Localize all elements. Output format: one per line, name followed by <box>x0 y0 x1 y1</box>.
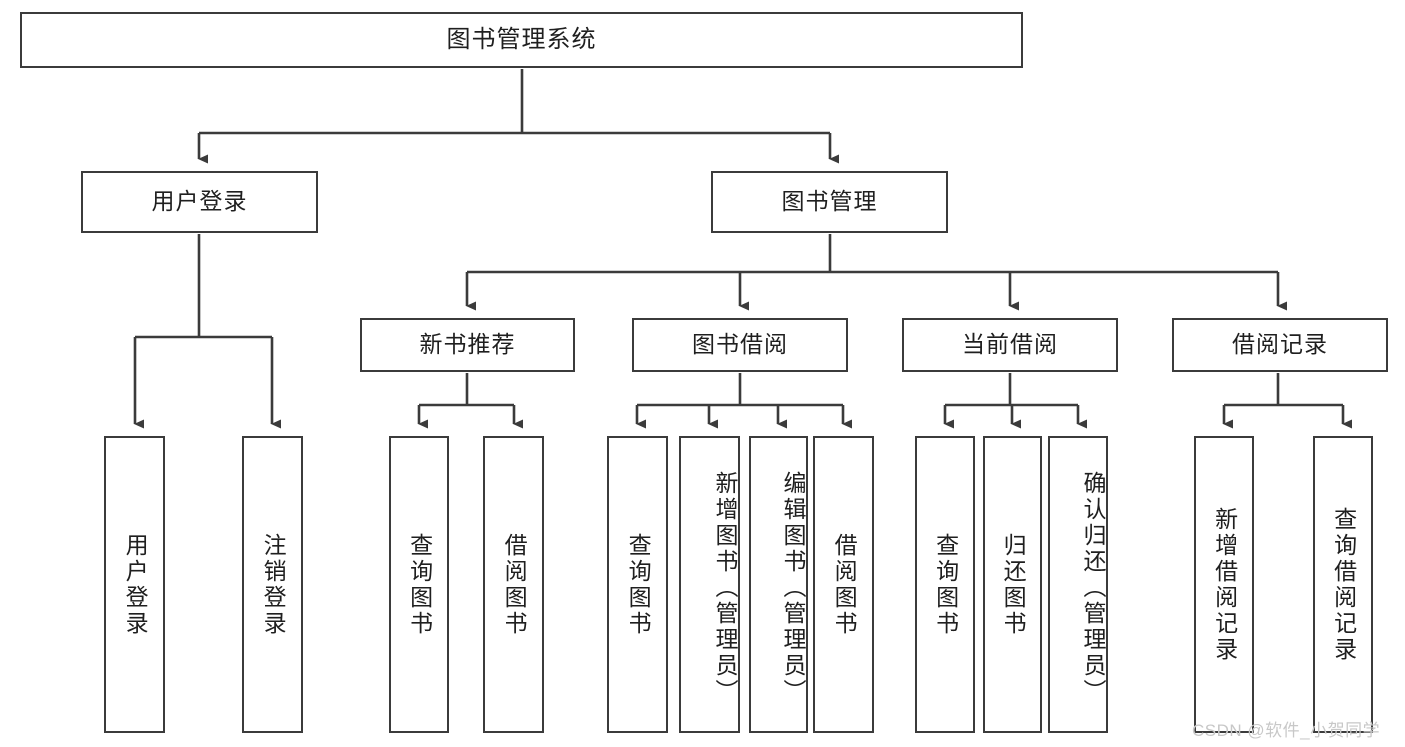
leaf-user-logout[interactable]: 注销登录 <box>242 436 303 733</box>
node-borrow-record[interactable]: 借阅记录 <box>1172 318 1388 372</box>
leaf-query-book-2[interactable]: 查询图书 <box>607 436 668 733</box>
node-current-borrow[interactable]: 当前借阅 <box>902 318 1118 372</box>
leaf-edit-book-admin[interactable]: 编辑图书（管理员） <box>749 436 808 733</box>
leaf-borrow-book-2[interactable]: 借阅图书 <box>813 436 874 733</box>
leaf-add-record[interactable]: 新增借阅记录 <box>1194 436 1254 733</box>
node-user-login[interactable]: 用户登录 <box>81 171 318 233</box>
leaf-query-book-1[interactable]: 查询图书 <box>389 436 449 733</box>
node-book-borrow[interactable]: 图书借阅 <box>632 318 848 372</box>
edge-currentborrow-to-leaves <box>943 373 1087 429</box>
leaf-user-login[interactable]: 用户登录 <box>104 436 165 733</box>
edge-bookborrow-to-leaves <box>635 373 852 429</box>
leaf-borrow-book-1[interactable]: 借阅图书 <box>483 436 544 733</box>
leaf-return-book[interactable]: 归还图书 <box>983 436 1042 733</box>
leaf-query-record[interactable]: 查询借阅记录 <box>1313 436 1373 733</box>
leaf-add-book-admin[interactable]: 新增图书（管理员） <box>679 436 740 733</box>
edge-newbook-to-leaves <box>417 373 523 429</box>
edge-root-to-level1 <box>197 69 839 164</box>
edge-bookmanage-to-level2 <box>465 234 1287 311</box>
edge-userlogin-to-leaves <box>133 234 281 429</box>
node-new-book-recommend[interactable]: 新书推荐 <box>360 318 575 372</box>
leaf-confirm-return[interactable]: 确认归还（管理员） <box>1048 436 1108 733</box>
node-book-manage[interactable]: 图书管理 <box>711 171 948 233</box>
node-root[interactable]: 图书管理系统 <box>20 12 1023 68</box>
leaf-query-book-3[interactable]: 查询图书 <box>915 436 975 733</box>
edge-borrowrecord-to-leaves <box>1222 373 1352 429</box>
